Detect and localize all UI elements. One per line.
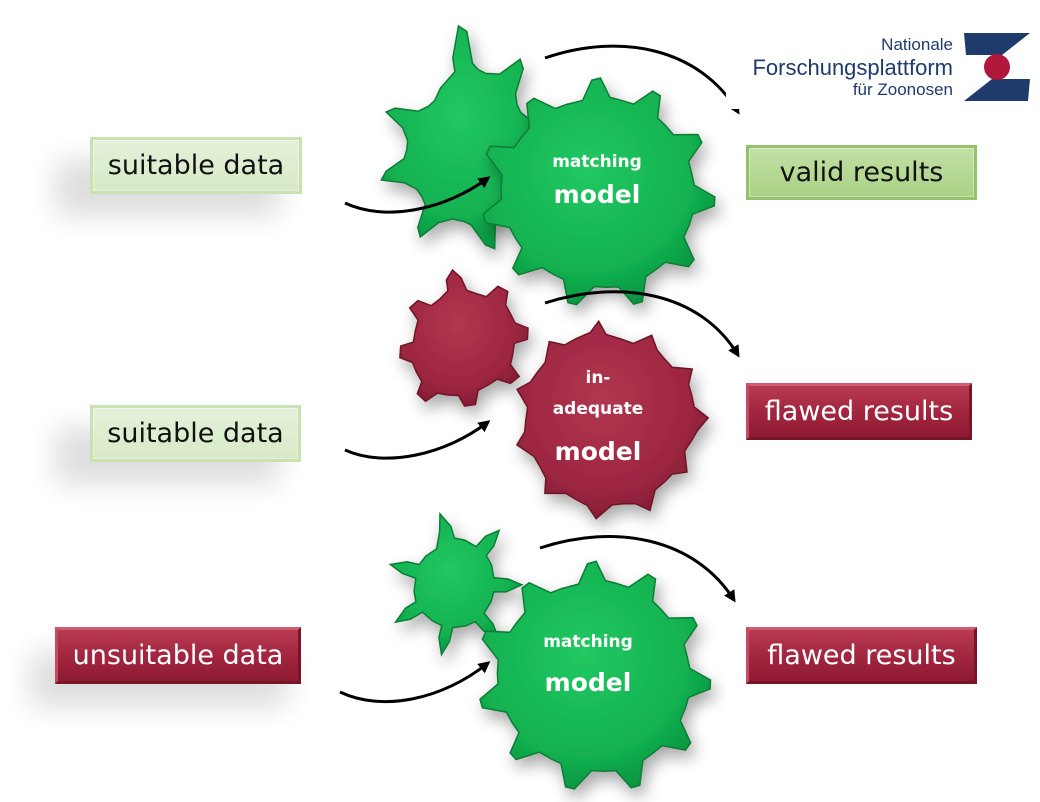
gear-label-line-1: in- <box>585 368 611 388</box>
small-gear-icon <box>399 268 529 407</box>
zoonosen-logo-icon <box>964 33 1030 101</box>
large-gear-icon <box>479 560 712 790</box>
gear-label-line-1: matching <box>552 152 642 172</box>
logo: Nationale Forschungsplattform für Zoonos… <box>726 27 1033 109</box>
large-gear-icon <box>515 319 710 520</box>
output-box-flawed-results: flawed results <box>746 383 972 440</box>
input-arrow <box>344 420 491 460</box>
input-box-suitable-data: suitable data <box>90 137 302 194</box>
logo-line-1: Nationale <box>881 35 953 54</box>
gear-label-line-3: model <box>554 437 642 466</box>
gear-label-line-2: model <box>544 668 632 697</box>
input-box-suitable-data: suitable data <box>90 405 301 462</box>
input-box-unsuitable-data: unsuitable data <box>55 627 301 684</box>
gear-label-line-2: model <box>553 180 641 209</box>
logo-line-2: Forschungsplattform <box>752 55 953 80</box>
small-gear-icon <box>388 512 524 657</box>
logo-line-3: für Zoonosen <box>852 80 953 99</box>
input-arrow <box>344 176 491 214</box>
gear-label-line-2: adequate <box>552 399 644 419</box>
output-arrow <box>539 534 736 603</box>
large-gear-icon <box>482 77 716 306</box>
gear-label-line-1: matching <box>543 632 633 652</box>
output-box-valid-results: valid results <box>746 145 977 200</box>
output-arrow <box>544 290 740 358</box>
output-box-flawed-results: flawed results <box>746 627 977 684</box>
output-arrow <box>544 44 740 115</box>
input-arrow <box>339 661 491 704</box>
